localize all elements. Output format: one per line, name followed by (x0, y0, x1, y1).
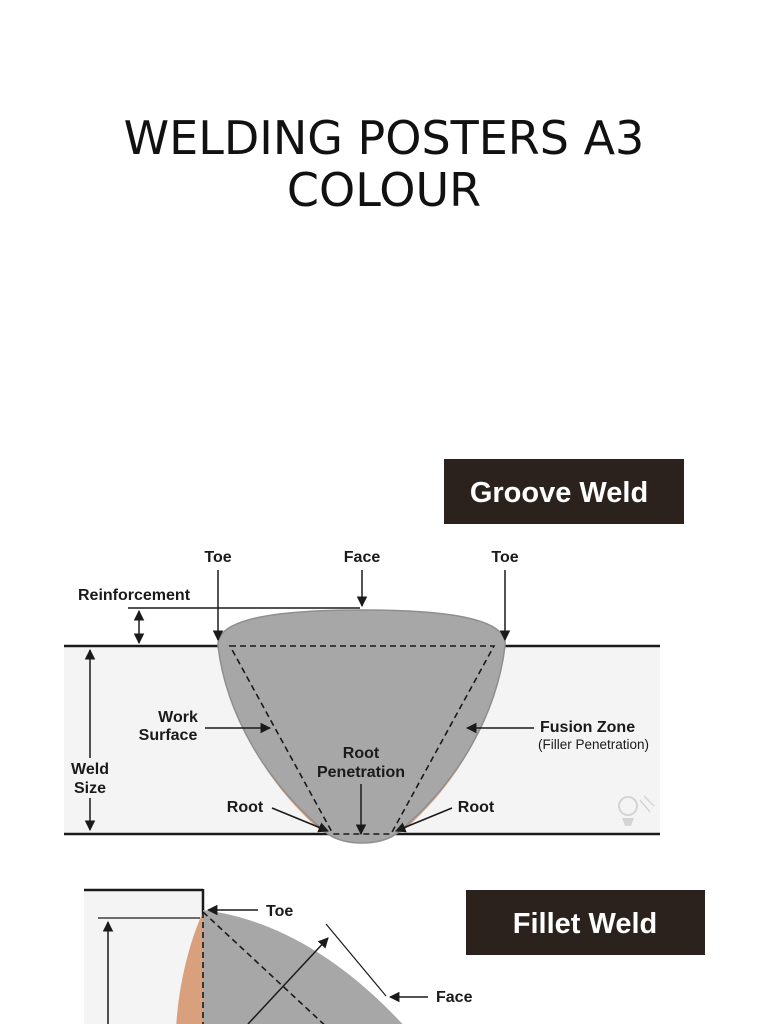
page-title-line-1: WELDING POSTERS A3 (123, 111, 645, 165)
weld-metal (217, 609, 506, 844)
label-weld-size-line2: Size (74, 780, 106, 797)
arrow-root-right (395, 807, 453, 833)
fillet-weld-banner: Fillet Weld (466, 890, 705, 955)
fillet-face-extension (325, 923, 387, 997)
groove-weld-banner: Groove Weld (444, 459, 684, 524)
groove-weld-banner-text: Groove Weld (470, 477, 648, 509)
label-fusion-zone: Fusion Zone (540, 719, 635, 736)
label-work-surface-line2: Surface (139, 727, 198, 744)
fillet-dashed-throat (202, 911, 325, 1024)
page-title: WELDING POSTERS A3 COLOUR (0, 112, 768, 216)
fillet-weld-diagram: Fillet Weld Toe Face (84, 888, 705, 1024)
label-root-left: Root (227, 799, 264, 816)
label-filler-penetration: (Filler Penetration) (538, 737, 649, 752)
label-work-surface-line1: Work (158, 709, 198, 726)
fillet-weld-metal (203, 910, 403, 1024)
label-reinforcement: Reinforcement (78, 587, 191, 604)
page-title-line-2: COLOUR (286, 163, 482, 217)
label-root-right: Root (458, 799, 495, 816)
label-toe-right: Toe (491, 549, 518, 566)
label-fillet-toe: Toe (266, 903, 293, 920)
watermark-logo-icon (618, 795, 655, 826)
label-root-penetration-line2: Penetration (317, 764, 405, 781)
label-toe-left: Toe (204, 549, 231, 566)
fillet-weld-banner-text: Fillet Weld (513, 908, 657, 940)
label-weld-size-line1: Weld (71, 761, 109, 778)
label-fillet-face: Face (436, 989, 473, 1006)
weld-size-label-bg (66, 758, 116, 798)
fillet-throat-arrow (247, 937, 329, 1024)
groove-weld-diagram: Groove Weld Toe Face Toe Reinforcement W… (64, 459, 684, 844)
fillet-fusion-zone (176, 912, 203, 1024)
label-face: Face (344, 549, 381, 566)
groove-weld-banner-bg (444, 459, 684, 524)
fillet-weld-banner-bg (466, 890, 705, 955)
arrow-root-left (271, 807, 329, 833)
groove-outline (228, 645, 496, 835)
label-root-penetration-line1: Root (343, 745, 380, 762)
